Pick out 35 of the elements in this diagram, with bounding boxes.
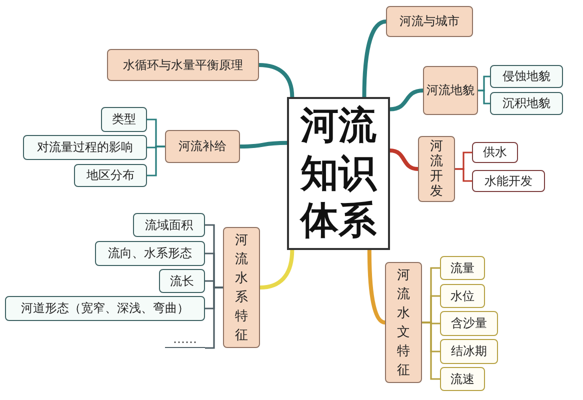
- topic-box: 河流与城市: [386, 6, 473, 37]
- connector-line: [240, 140, 288, 148]
- subtopic-box: 流域面积: [133, 213, 205, 237]
- subtopic-box: 沉积地貌: [490, 92, 563, 115]
- title-box: 河流知识体系: [287, 97, 390, 250]
- subtopic-box: 对流量过程的影响: [23, 135, 147, 160]
- subtopic-box: 供水: [472, 142, 518, 163]
- topic-box: 河流水文特征: [385, 262, 422, 383]
- topic-box: 河流水系特征: [223, 227, 260, 348]
- subtopic-box: 类型: [101, 107, 147, 132]
- ellipsis-text: ……: [165, 332, 205, 348]
- subtopic-box: 含沙量: [440, 311, 498, 336]
- subtopic-box: 流长: [159, 269, 205, 293]
- subtopic-box: 侵蚀地貌: [490, 65, 563, 88]
- connector-line: [147, 146, 165, 176]
- topic-box: 河流地貌: [423, 66, 478, 115]
- connector-line: [258, 63, 294, 98]
- connector-line: [422, 322, 440, 380]
- topic-box: 水循环与水量平衡原理: [107, 49, 259, 81]
- connector-line: [455, 168, 472, 182]
- connector-line: [390, 88, 424, 112]
- topic-box: 河流补给: [165, 130, 240, 163]
- subtopic-box: 水位: [440, 284, 485, 308]
- topic-box: 河流开发: [418, 136, 455, 202]
- subtopic-box: 河道形态（宽窄、深浅、弯曲）: [5, 296, 205, 321]
- connector-line: [478, 90, 490, 104]
- connector-line: [260, 250, 294, 290]
- subtopic-box: 流向、水系形态: [95, 241, 205, 266]
- subtopic-box: 结冰期: [440, 339, 498, 364]
- subtopic-box: 流速: [440, 367, 485, 391]
- subtopic-box: 地区分布: [74, 164, 147, 187]
- connector-line: [390, 148, 418, 171]
- subtopic-box: 水能开发: [472, 170, 545, 192]
- connector-line: [205, 286, 223, 349]
- subtopic-box: 流量: [440, 256, 485, 280]
